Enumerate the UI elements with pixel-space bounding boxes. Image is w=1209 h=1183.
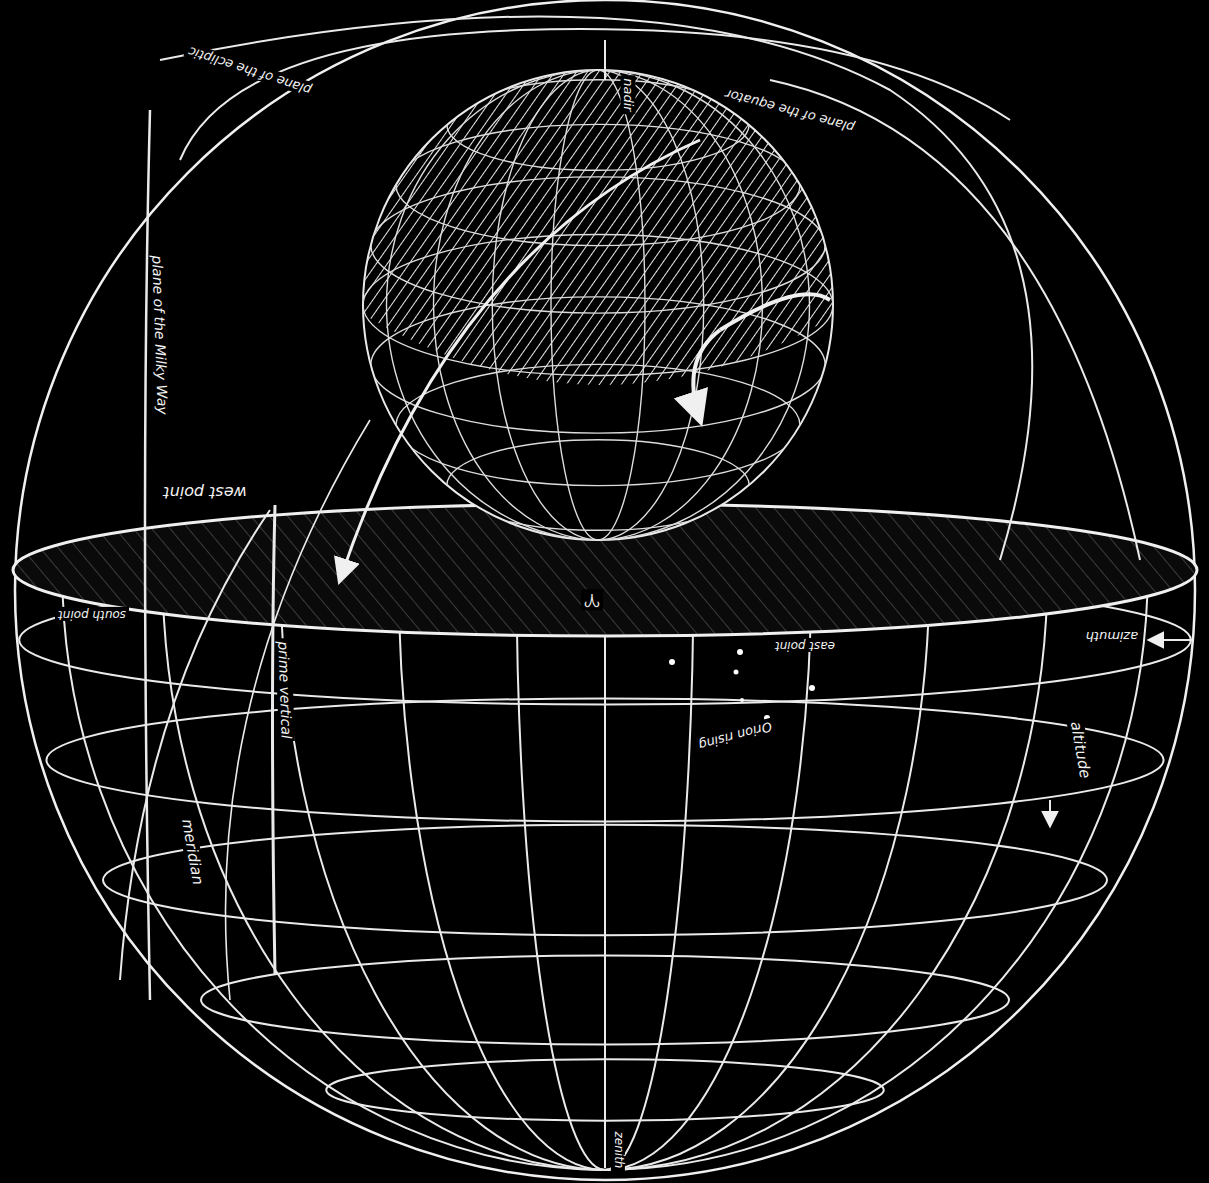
sphere-label: azimuth (1083, 629, 1142, 644)
sphere-label: ♈ (581, 590, 603, 611)
sphere-label: prime vertical (275, 638, 295, 742)
sphere-label: plane of the ecliptic (184, 42, 317, 98)
sphere-label: plane of the Milky Way (149, 252, 171, 418)
sphere-label: east point (772, 638, 838, 652)
sphere-label: meridian (177, 815, 207, 889)
sphere-label: south point (55, 607, 129, 621)
sphere-label: zenith (611, 1129, 625, 1172)
sphere-label: nadir (621, 75, 636, 114)
sphere-label: west point (160, 483, 249, 501)
sphere-label: altitude (1066, 717, 1094, 783)
sphere-label: Orion rising (694, 717, 776, 752)
